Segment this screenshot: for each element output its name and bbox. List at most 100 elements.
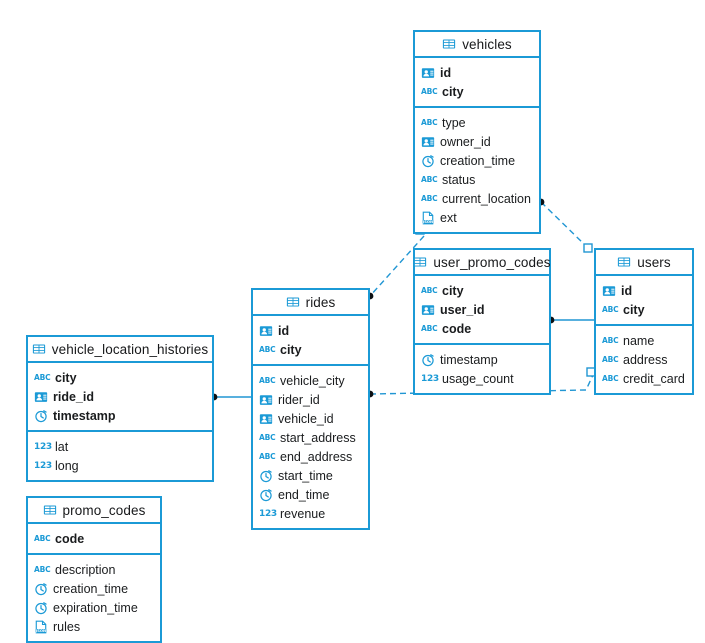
abc-string-icon: ABC — [259, 451, 276, 461]
column-row[interactable]: end_time — [253, 485, 368, 504]
abc-string-icon: ABC — [259, 344, 276, 354]
one-endpoint-square — [583, 243, 593, 253]
column-row[interactable]: timestamp — [28, 406, 212, 425]
contact-card-icon — [421, 136, 435, 147]
table-title: vehicles — [462, 36, 512, 52]
column-name: usage_count — [442, 371, 514, 386]
abc-string-icon: ABC — [34, 533, 51, 543]
column-name: address — [623, 352, 668, 367]
table-header-vehicle_location_histories[interactable]: vehicle_location_histories — [28, 337, 212, 363]
relationship-user_promo_codes-users[interactable] — [547, 316, 594, 324]
relationship-vlh-rides[interactable] — [210, 393, 251, 401]
column-row[interactable]: id — [415, 63, 539, 82]
clock-icon — [260, 469, 272, 482]
column-name: city — [623, 302, 645, 317]
abc-string-icon: ABC — [602, 373, 619, 383]
column-row[interactable]: start_time — [253, 466, 368, 485]
column-name: lat — [55, 439, 69, 454]
column-name: type — [442, 115, 466, 130]
column-name: rider_id — [278, 392, 320, 407]
column-name: user_id — [440, 302, 485, 317]
column-row[interactable]: creation_time — [415, 151, 539, 170]
column-row[interactable]: ABC address — [596, 350, 692, 369]
column-name: expiration_time — [53, 600, 138, 615]
column-name: creation_time — [53, 581, 129, 596]
column-row[interactable]: user_id — [415, 300, 549, 319]
column-row[interactable]: creation_time — [28, 579, 160, 598]
column-row[interactable]: ABC description — [28, 560, 160, 579]
abc-string-icon: ABC — [421, 86, 438, 96]
column-row[interactable]: ABC credit_card — [596, 369, 692, 388]
column-name: credit_card — [623, 371, 685, 386]
column-row[interactable]: id — [253, 321, 368, 340]
table-title: promo_codes — [62, 502, 146, 518]
table-header-rides[interactable]: rides — [253, 290, 368, 316]
123-number-icon: 123 — [421, 373, 439, 384]
table-icon — [286, 297, 299, 307]
column-row[interactable]: expiration_time — [28, 598, 160, 617]
table-icon — [618, 257, 631, 267]
column-row[interactable]: timestamp — [415, 350, 549, 369]
table-header-vehicles[interactable]: vehicles — [415, 32, 539, 58]
abc-string-icon: ABC — [34, 564, 51, 574]
table-header-users[interactable]: users — [596, 250, 692, 276]
column-name: status — [442, 172, 476, 187]
clock-icon — [422, 154, 434, 167]
column-row[interactable]: owner_id — [415, 132, 539, 151]
table-title: rides — [305, 294, 336, 310]
123-number-icon: 123 — [259, 508, 277, 519]
svg-text:JSON: JSON — [35, 629, 46, 633]
table-header-user_promo_codes[interactable]: user_promo_codes — [414, 250, 550, 276]
column-row[interactable]: id — [596, 281, 692, 300]
column-name: end_address — [280, 449, 353, 464]
column-row[interactable]: vehicle_id — [253, 409, 368, 428]
abc-string-icon: ABC — [259, 375, 276, 385]
abc-string-icon: ABC — [602, 354, 619, 364]
column-row[interactable]: ABC end_address — [253, 447, 368, 466]
column-row[interactable]: ride_id — [28, 387, 212, 406]
column-name: revenue — [280, 506, 326, 521]
table-icon — [43, 505, 56, 515]
column-name: description — [55, 562, 116, 577]
table-header-promo_codes[interactable]: promo_codes — [28, 498, 160, 524]
column-name: owner_id — [440, 134, 491, 149]
contact-card-icon — [421, 304, 435, 315]
column-row[interactable]: rider_id — [253, 390, 368, 409]
column-group: ABC description creation_time expiration_ti… — [28, 553, 160, 641]
column-name: code — [442, 321, 472, 336]
relationship-vehicles-users[interactable] — [537, 198, 593, 253]
contact-card-icon — [34, 391, 48, 402]
abc-string-icon: ABC — [421, 285, 438, 295]
